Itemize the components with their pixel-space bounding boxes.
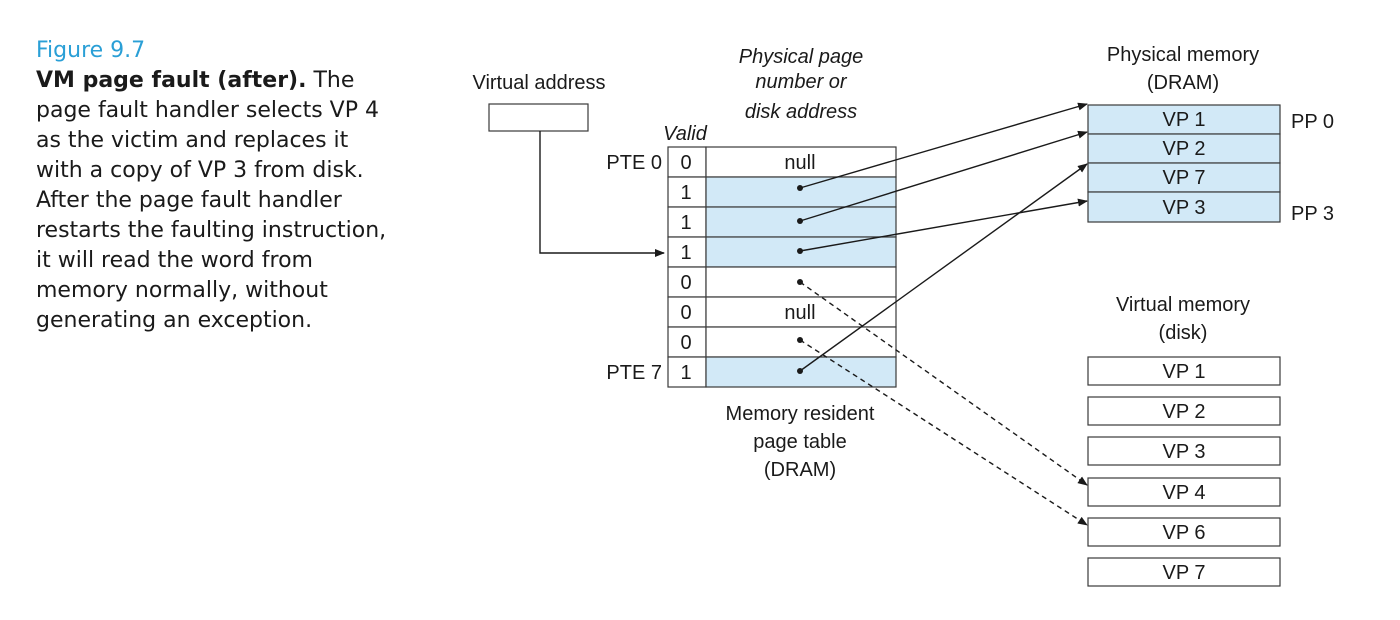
pte-row-6: 0	[667, 326, 897, 358]
pte-valid-bit: 0	[680, 302, 691, 324]
virtual-address-arrow	[539, 131, 665, 257]
pte6-to-disk-vp6-arrow	[799, 339, 1088, 526]
pte-content-cell	[705, 176, 897, 208]
page-table-footer-line1: Memory resident	[726, 403, 875, 425]
virtual-memory: VP 1 VP 2 VP 3 VP 4 VP 6 VP 7	[1087, 356, 1281, 587]
pte7-to-pp2-arrow	[799, 163, 1088, 372]
disk-page-label: VP 7	[1163, 562, 1206, 584]
pte-content-cell	[705, 146, 897, 178]
pte-valid-bit: 1	[680, 362, 691, 384]
page-table-header-line3: disk address	[745, 101, 857, 123]
pte3-to-pp3-arrow	[799, 198, 1088, 252]
page-table-header-line2: number or	[755, 71, 847, 93]
pte-valid-bit: 1	[680, 212, 691, 234]
physical-page: VP 3	[1087, 191, 1281, 223]
pte-valid-bit: 0	[680, 332, 691, 354]
pte-content: null	[784, 302, 815, 324]
disk-page: VP 6	[1087, 517, 1281, 547]
pte-row-7: PTE 7 1	[606, 356, 897, 388]
pp-first-label: PP 0	[1291, 111, 1334, 133]
virtual-memory-title-line1: Virtual memory	[1116, 294, 1250, 316]
figure-caption: Figure 9.7 VM page fault (after). The pa…	[36, 36, 396, 336]
physical-page: VP 7	[1087, 162, 1281, 193]
pte-content-cell	[705, 296, 897, 328]
virtual-address-box	[488, 103, 589, 132]
pte-valid-bit: 1	[680, 242, 691, 264]
pte-valid-bit: 0	[680, 152, 691, 174]
pte-row-5: 0 null	[667, 296, 897, 328]
disk-page: VP 7	[1087, 557, 1281, 587]
physical-memory-title-line2: (DRAM)	[1147, 72, 1219, 94]
figure-title: VM page fault (after).	[36, 68, 307, 93]
pte-valid-bit: 1	[680, 182, 691, 204]
page-table: PTE 0 0 null 1 1 1 0	[606, 146, 897, 388]
pte-row-2: 1	[667, 206, 897, 238]
pte-row-4: 0	[667, 266, 897, 298]
pp-last-label: PP 3	[1291, 203, 1334, 225]
virtual-memory-title-line2: (disk)	[1159, 322, 1208, 344]
physical-page-label: VP 1	[1163, 109, 1206, 131]
physical-memory-title-line1: Physical memory	[1107, 44, 1259, 66]
pte-valid-bit: 0	[680, 272, 691, 294]
physical-page-label: VP 2	[1163, 138, 1206, 160]
pte-row-3: 1	[667, 236, 897, 268]
disk-page: VP 1	[1087, 356, 1281, 386]
physical-page: VP 2	[1087, 133, 1281, 164]
disk-page: VP 4	[1087, 477, 1281, 507]
disk-page-label: VP 6	[1163, 522, 1206, 544]
pte-label: PTE 0	[606, 152, 662, 174]
pte-row-0: PTE 0 0 null	[606, 146, 897, 178]
page-table-footer-line2: page table	[753, 431, 846, 453]
pte2-to-pp1-arrow	[799, 130, 1088, 222]
physical-page-label: VP 3	[1163, 197, 1206, 219]
page-table-footer-line3: (DRAM)	[764, 459, 836, 481]
disk-page-label: VP 3	[1163, 441, 1206, 463]
pte-row-1: 1	[667, 176, 897, 208]
physical-page-label: VP 7	[1163, 167, 1206, 189]
figure-description: The page fault handler selects VP 4 as t…	[36, 68, 387, 333]
disk-page: VP 3	[1087, 436, 1281, 466]
figure-label: Figure 9.7	[36, 38, 146, 63]
pte1-to-pp0-arrow	[799, 102, 1088, 189]
physical-page: VP 1	[1087, 104, 1281, 135]
disk-page: VP 2	[1087, 396, 1281, 426]
disk-page-label: VP 1	[1163, 361, 1206, 383]
disk-page-label: VP 2	[1163, 401, 1206, 423]
physical-memory: VP 1 VP 2 VP 7 VP 3	[1087, 104, 1281, 223]
page-table-header-line1: Physical page	[739, 46, 864, 68]
pte-label: PTE 7	[606, 362, 662, 384]
pte-content: null	[784, 152, 815, 174]
valid-column-label: Valid	[663, 123, 708, 145]
pte4-to-disk-vp4-arrow	[799, 281, 1088, 486]
pte-valid-cell	[667, 236, 707, 268]
pte-valid-cell	[667, 266, 707, 298]
caption-text: VM page fault (after). The page fault ha…	[36, 66, 396, 336]
virtual-address-label: Virtual address	[472, 72, 605, 94]
disk-page-label: VP 4	[1163, 482, 1206, 504]
